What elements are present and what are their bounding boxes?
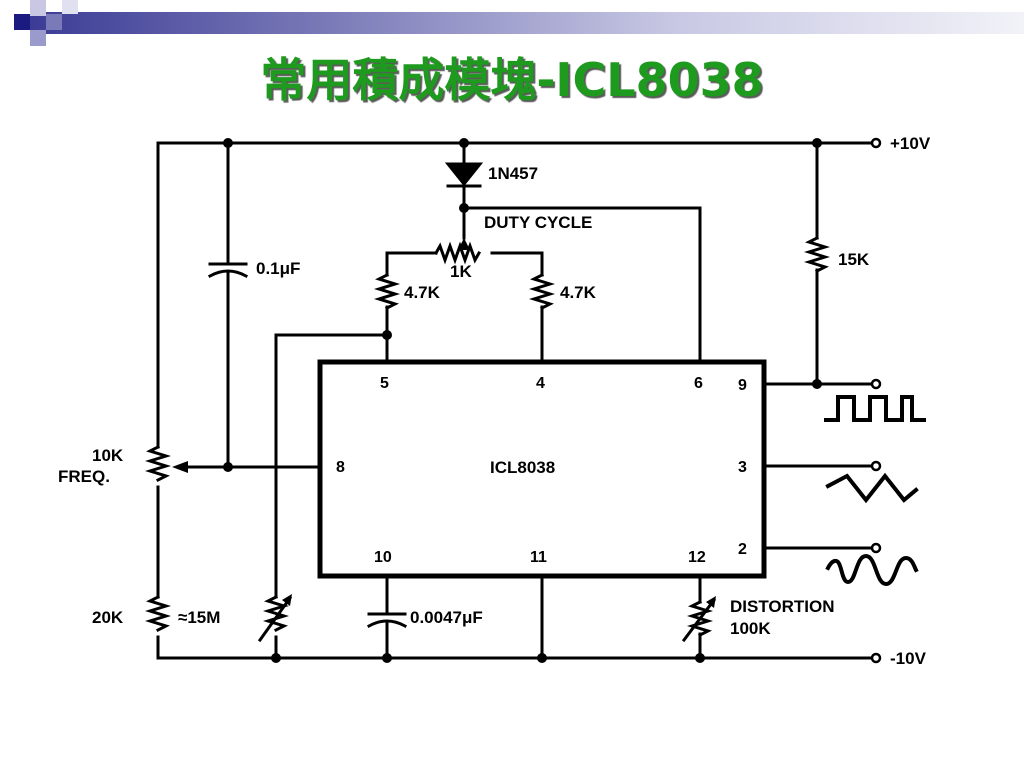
resistor-4k7-right: [528, 272, 556, 311]
waveform-sine-icon: [825, 553, 919, 587]
resistor-15m-adjust-arrow: [282, 594, 292, 606]
pin-9: 9: [738, 377, 747, 394]
waveform-square-icon: [824, 395, 926, 422]
resistor-100k-adjust-arrow: [706, 596, 716, 608]
waveform-triangle-icon: [825, 472, 919, 504]
pot-1k-wiper: [458, 238, 470, 250]
label-vpos: +10V: [890, 134, 931, 153]
header-square-6: [62, 0, 78, 14]
freq-wiper-arrow: [172, 461, 188, 473]
label-r47-right: 4.7K: [560, 283, 597, 302]
label-distortion-name: DISTORTION: [730, 597, 835, 616]
pin-12: 12: [688, 549, 706, 566]
label-vneg: -10V: [890, 649, 927, 668]
header-square-5: [30, 30, 46, 46]
label-distortion-value: 100K: [730, 619, 771, 638]
resistor-20k: [144, 594, 172, 633]
resistor-15k: [803, 235, 831, 274]
header-square-3: [30, 0, 46, 16]
label-r15m: ≈15M: [178, 608, 220, 627]
pin-6: 6: [694, 375, 703, 392]
resistor-4k7-left: [373, 272, 401, 311]
pot-1k: [433, 241, 482, 265]
header-square-4: [46, 14, 62, 30]
header-gradient-bar: [30, 12, 1024, 34]
header-square-1: [0, 0, 14, 14]
label-freq-value: 10K: [92, 446, 124, 465]
resistor-100k-adjust: [681, 597, 717, 643]
terminals: [870, 137, 882, 664]
label-duty-cycle: DUTY CYCLE: [484, 213, 592, 232]
resistor-10k-freq: [144, 444, 172, 483]
junction-dots: [223, 138, 822, 663]
diode-1n457: [444, 162, 484, 187]
label-r47-left: 4.7K: [404, 283, 441, 302]
label-freq-name: FREQ.: [58, 467, 110, 486]
label-r20k: 20K: [92, 608, 124, 627]
pin-2: 2: [738, 541, 747, 558]
pin-10: 10: [374, 549, 392, 566]
pin-4: 4: [536, 375, 545, 392]
pin-3: 3: [738, 459, 747, 476]
header-square-2: [14, 14, 30, 30]
pin-5: 5: [380, 375, 389, 392]
label-cap0047: 0.0047μF: [410, 608, 483, 627]
label-diode: 1N457: [488, 164, 538, 183]
label-cap01: 0.1μF: [256, 259, 300, 278]
resistor-15m-adjust: [257, 595, 293, 643]
slide-title: 常用積成模塊-ICL8038: [260, 53, 764, 107]
resistor-15m: [262, 594, 290, 633]
pin-8: 8: [336, 459, 345, 476]
chip-label: ICL8038: [490, 458, 555, 477]
pin-11: 11: [530, 549, 547, 566]
label-pot-1k: 1K: [450, 262, 472, 281]
label-r15k: 15K: [838, 250, 870, 269]
